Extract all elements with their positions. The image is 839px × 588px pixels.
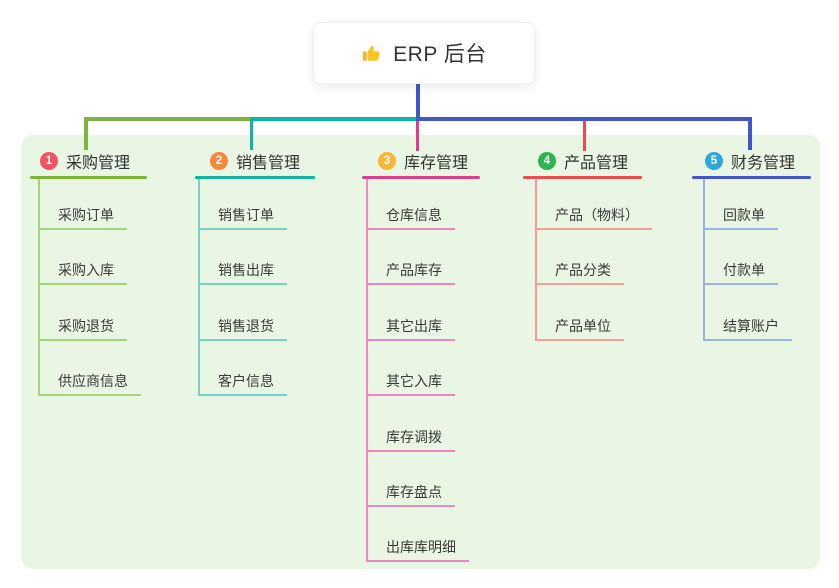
branch-underline (692, 176, 811, 179)
child-node[interactable]: 出库库明细 (366, 528, 469, 562)
child-node[interactable]: 其它入库 (366, 362, 455, 396)
branch-number-badge: 5 (705, 152, 723, 170)
child-node[interactable]: 采购入库 (38, 251, 127, 285)
child-label: 出库库明细 (386, 539, 456, 555)
child-node[interactable]: 结算账户 (703, 307, 792, 341)
branch-drop-line (416, 121, 419, 151)
child-node[interactable]: 销售出库 (198, 251, 287, 285)
child-label: 回款单 (723, 207, 765, 223)
child-node[interactable]: 供应商信息 (38, 362, 141, 396)
child-label: 结算账户 (723, 318, 779, 334)
branch-underline (30, 176, 147, 179)
bus-segment (250, 117, 418, 121)
child-node[interactable]: 采购订单 (38, 196, 127, 230)
child-node[interactable]: 其它出库 (366, 307, 455, 341)
child-node[interactable]: 产品分类 (535, 251, 624, 285)
branch-node-财务管理[interactable]: 5 财务管理 (705, 150, 795, 172)
child-node[interactable]: 回款单 (703, 196, 778, 230)
branch-drop-line (250, 117, 253, 150)
branch-node-采购管理[interactable]: 1 采购管理 (40, 150, 130, 172)
branch-node-库存管理[interactable]: 3 库存管理 (378, 150, 468, 172)
branch-underline (523, 176, 642, 179)
bus-segment (416, 117, 752, 121)
child-label: 销售退货 (218, 318, 274, 334)
branch-label: 库存管理 (404, 155, 469, 172)
branch-spine (366, 179, 368, 562)
child-node[interactable]: 产品单位 (535, 307, 624, 341)
mindmap-panel (21, 135, 820, 569)
child-label: 库存调拨 (386, 429, 442, 445)
child-node[interactable]: 付款单 (703, 251, 778, 285)
root-title: ERP 后台 (393, 43, 487, 66)
child-node[interactable]: 产品库存 (366, 251, 455, 285)
branch-number-badge: 3 (378, 152, 396, 170)
child-node[interactable]: 产品（物料） (535, 196, 652, 230)
child-label: 采购入库 (58, 262, 114, 278)
child-label: 库存盘点 (386, 484, 442, 500)
child-label: 销售订单 (218, 207, 274, 223)
child-label: 客户信息 (218, 373, 274, 389)
branch-label: 销售管理 (236, 155, 301, 172)
branch-underline (362, 176, 480, 179)
child-label: 采购订单 (58, 207, 114, 223)
child-label: 供应商信息 (58, 373, 128, 389)
child-label: 产品库存 (386, 262, 442, 278)
child-label: 采购退货 (58, 318, 114, 334)
branch-spine (38, 179, 40, 396)
branch-label: 财务管理 (731, 155, 796, 172)
child-label: 付款单 (723, 262, 765, 278)
child-label: 产品单位 (555, 318, 611, 334)
child-node[interactable]: 客户信息 (198, 362, 287, 396)
branch-spine (535, 179, 537, 341)
child-node[interactable]: 销售退货 (198, 307, 287, 341)
branch-spine (198, 179, 200, 396)
child-label: 产品（物料） (555, 207, 639, 223)
child-label: 其它入库 (386, 373, 442, 389)
root-node[interactable]: ERP 后台 (313, 22, 535, 84)
branch-label: 采购管理 (66, 155, 131, 172)
child-label: 产品分类 (555, 262, 611, 278)
branch-number-badge: 4 (538, 152, 556, 170)
child-node[interactable]: 销售订单 (198, 196, 287, 230)
child-node[interactable]: 仓库信息 (366, 196, 455, 230)
child-node[interactable]: 库存调拨 (366, 418, 455, 452)
branch-drop-line (84, 117, 88, 150)
branch-number-badge: 1 (40, 152, 58, 170)
branch-drop-line (583, 121, 586, 151)
branch-underline (195, 176, 315, 179)
child-label: 销售出库 (218, 262, 274, 278)
child-node[interactable]: 库存盘点 (366, 473, 455, 507)
branch-drop-line (748, 117, 752, 150)
child-label: 仓库信息 (386, 207, 442, 223)
root-connector (416, 82, 420, 121)
branch-node-销售管理[interactable]: 2 销售管理 (210, 150, 300, 172)
child-node[interactable]: 采购退货 (38, 307, 127, 341)
bus-segment (84, 117, 253, 121)
branch-spine (703, 179, 705, 341)
branch-number-badge: 2 (210, 152, 228, 170)
thumbs-up-icon (363, 45, 380, 61)
branch-node-产品管理[interactable]: 4 产品管理 (538, 150, 628, 172)
branch-label: 产品管理 (564, 155, 629, 172)
child-label: 其它出库 (386, 318, 442, 334)
